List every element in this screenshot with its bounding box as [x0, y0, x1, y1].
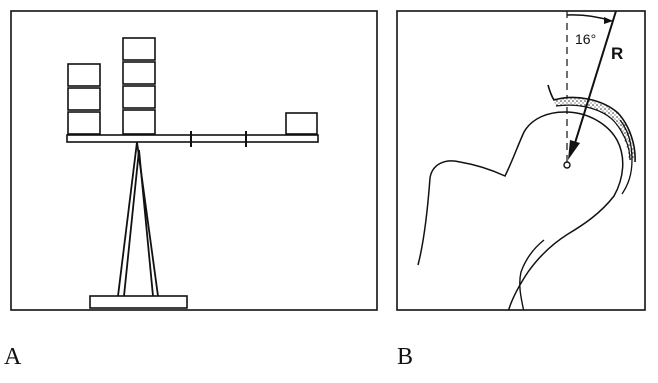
right-weight-block	[285, 112, 318, 135]
left-block-stack	[67, 63, 101, 135]
femur-shaft-inner-line	[519, 239, 545, 310]
angle-value-label: 16°	[575, 31, 596, 47]
force-vector-r-shaft	[574, 11, 617, 144]
acetabular-roof-hatching	[553, 97, 634, 160]
panel-b-diagram: 16° R	[396, 10, 646, 311]
weight-block	[122, 109, 156, 135]
weight-block	[122, 37, 156, 61]
femur-outline	[417, 111, 624, 310]
panel-b-frame	[396, 10, 646, 311]
joint-space-line	[619, 119, 633, 195]
weight-block	[67, 87, 101, 111]
lever-beam	[66, 134, 319, 143]
panel-a-diagram	[10, 10, 378, 311]
force-vector-r-arrowhead	[568, 140, 580, 160]
weight-block	[122, 61, 156, 85]
weight-block	[67, 63, 101, 87]
panel-a-frame	[10, 10, 378, 311]
angle-arc-arrowhead	[604, 17, 613, 24]
panel-b-label: B	[397, 344, 414, 370]
rotation-center	[563, 161, 571, 169]
force-label-r: R	[611, 44, 623, 63]
panel-a-label: A	[4, 344, 22, 370]
fulcrum	[117, 141, 159, 297]
weight-block	[67, 111, 101, 135]
weight-block	[122, 85, 156, 109]
acetabulum-inner-edge	[555, 104, 631, 161]
fulcrum-base	[89, 295, 188, 309]
center-block-stack	[122, 37, 156, 135]
